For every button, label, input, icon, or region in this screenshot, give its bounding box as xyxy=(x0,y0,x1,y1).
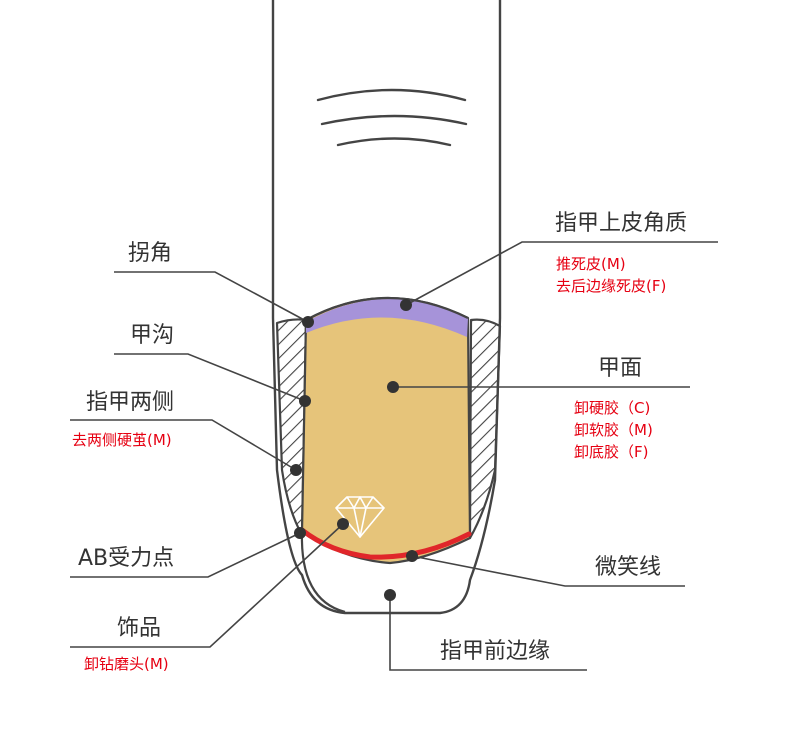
leader-nail-sides xyxy=(70,419,297,471)
label-nail-groove: 甲沟 xyxy=(130,323,175,348)
label-smile-line: 微笑线 xyxy=(595,555,662,580)
label-nail-plate: 甲面 xyxy=(598,356,643,381)
note-eponychium-2: 去后边缘死皮(F) xyxy=(556,277,667,295)
leader-free-edge xyxy=(389,595,587,671)
leader-decoration xyxy=(70,523,344,648)
cuticle-outline xyxy=(305,296,469,321)
knuckle-crease xyxy=(320,114,468,126)
marker-smile-line xyxy=(406,550,418,562)
note-decoration: 卸钻磨头(M) xyxy=(84,655,169,673)
diamond-icon xyxy=(335,496,385,538)
note-nail-plate-3: 卸底胶（F) xyxy=(574,443,649,461)
marker-nail-groove xyxy=(299,395,311,407)
nail-plate xyxy=(300,296,472,565)
knuckle-crease xyxy=(336,137,452,147)
leader-stress-point xyxy=(70,532,301,578)
marker-eponychium xyxy=(400,299,412,311)
label-stress-point: AB受力点 xyxy=(78,546,175,571)
marker-stress-point xyxy=(294,527,306,539)
note-nail-plate-2: 卸软胶（M) xyxy=(574,421,653,439)
finger-outline xyxy=(271,0,502,615)
leader-eponychium xyxy=(405,241,718,306)
cuticle-band xyxy=(306,298,468,337)
label-decoration: 饰品 xyxy=(117,616,162,641)
label-corner: 拐角 xyxy=(128,241,173,266)
note-nail-plate-1: 卸硬胶（C) xyxy=(574,399,651,417)
marker-corner xyxy=(302,316,314,328)
free-edge-outline xyxy=(300,531,346,614)
knuckle-crease xyxy=(316,88,467,102)
label-nail-sides: 指甲两侧 xyxy=(86,390,175,415)
leader-smile-line xyxy=(411,555,685,587)
marker-decoration xyxy=(337,518,349,530)
marker-free-edge xyxy=(384,589,396,601)
leader-corner xyxy=(114,271,309,323)
nail-fold-right xyxy=(468,318,502,540)
label-eponychium: 指甲上皮角质 xyxy=(555,211,688,236)
marker-nail-sides xyxy=(290,464,302,476)
label-free-edge: 指甲前边缘 xyxy=(440,639,551,664)
note-nail-sides: 去两侧硬茧(M) xyxy=(72,431,172,449)
note-eponychium-1: 推死皮(M) xyxy=(556,255,626,273)
leader-nail-groove xyxy=(114,353,306,402)
marker-nail-plate xyxy=(387,381,399,393)
